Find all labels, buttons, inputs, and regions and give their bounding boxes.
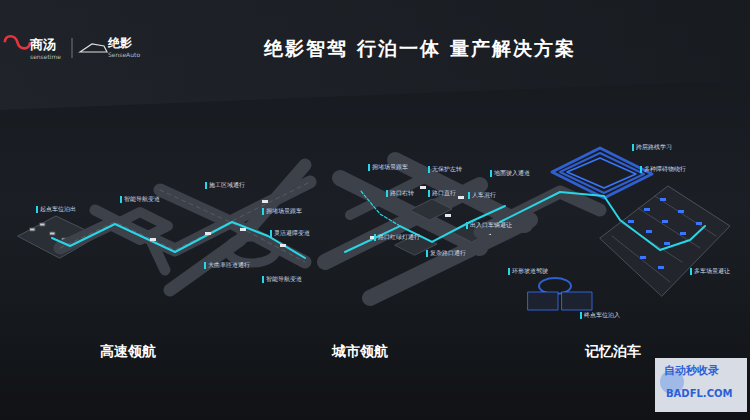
watermark-text: BADFL.COM bbox=[666, 388, 732, 399]
car-logo bbox=[80, 44, 107, 52]
feature-callout: 出入口车辆避让 bbox=[466, 222, 512, 229]
feature-callout: 环形坡道驾驶 bbox=[508, 268, 548, 275]
feature-callout: 跨层路线学习 bbox=[632, 144, 672, 151]
feature-callout: 施工区域通行 bbox=[205, 182, 245, 189]
section-label: 城市领航 bbox=[332, 344, 388, 359]
feature-callout: 拥堵场景跟车 bbox=[262, 208, 302, 215]
feature-callout: 路口直行 bbox=[428, 190, 456, 197]
feature-callout: 终点车位泊入 bbox=[580, 312, 620, 319]
feature-callout: 灵活避障变道 bbox=[270, 230, 310, 237]
feature-callout: 路口红绿灯通行 bbox=[374, 234, 420, 241]
feature-callout: 大曲率匝道通行 bbox=[204, 262, 250, 269]
feature-callout: 复杂路口通行 bbox=[426, 250, 466, 257]
sensetime-logo bbox=[5, 36, 30, 48]
brand-subtitle: sensetime bbox=[30, 54, 61, 61]
logo-divider bbox=[72, 38, 73, 58]
header-band bbox=[0, 0, 750, 110]
page-title: 绝影智驾 行泊一体 量产解决方案 bbox=[210, 36, 630, 62]
section-label: 记忆泊车 bbox=[585, 344, 641, 359]
feature-callout: 路口右转 bbox=[386, 190, 414, 197]
feature-callout: 多车场景避让 bbox=[690, 268, 730, 275]
brand-name: 商汤 bbox=[30, 38, 56, 52]
watermark-plate bbox=[655, 358, 747, 412]
feature-callout: 地面驶入通道 bbox=[490, 170, 530, 177]
section-label: 高速领航 bbox=[100, 344, 156, 359]
feature-callout: 拥堵场景跟车 bbox=[368, 164, 408, 171]
highway-scene bbox=[18, 165, 310, 290]
feature-callout: 多种障碍物绕行 bbox=[640, 166, 686, 173]
brand-name: 绝影 bbox=[108, 37, 132, 50]
feature-callout: 智能导航变道 bbox=[120, 196, 160, 203]
brand-subtitle: SenseAuto bbox=[108, 52, 140, 59]
watermark-text: 自动秒收录 bbox=[664, 365, 719, 377]
parking-scene bbox=[480, 148, 730, 310]
feature-callout: 人车混行 bbox=[468, 192, 496, 199]
feature-callout: 无保护左转 bbox=[428, 166, 462, 173]
feature-callout: 智能导航变道 bbox=[262, 276, 302, 283]
feature-callout: 起点车位泊出 bbox=[36, 206, 76, 213]
